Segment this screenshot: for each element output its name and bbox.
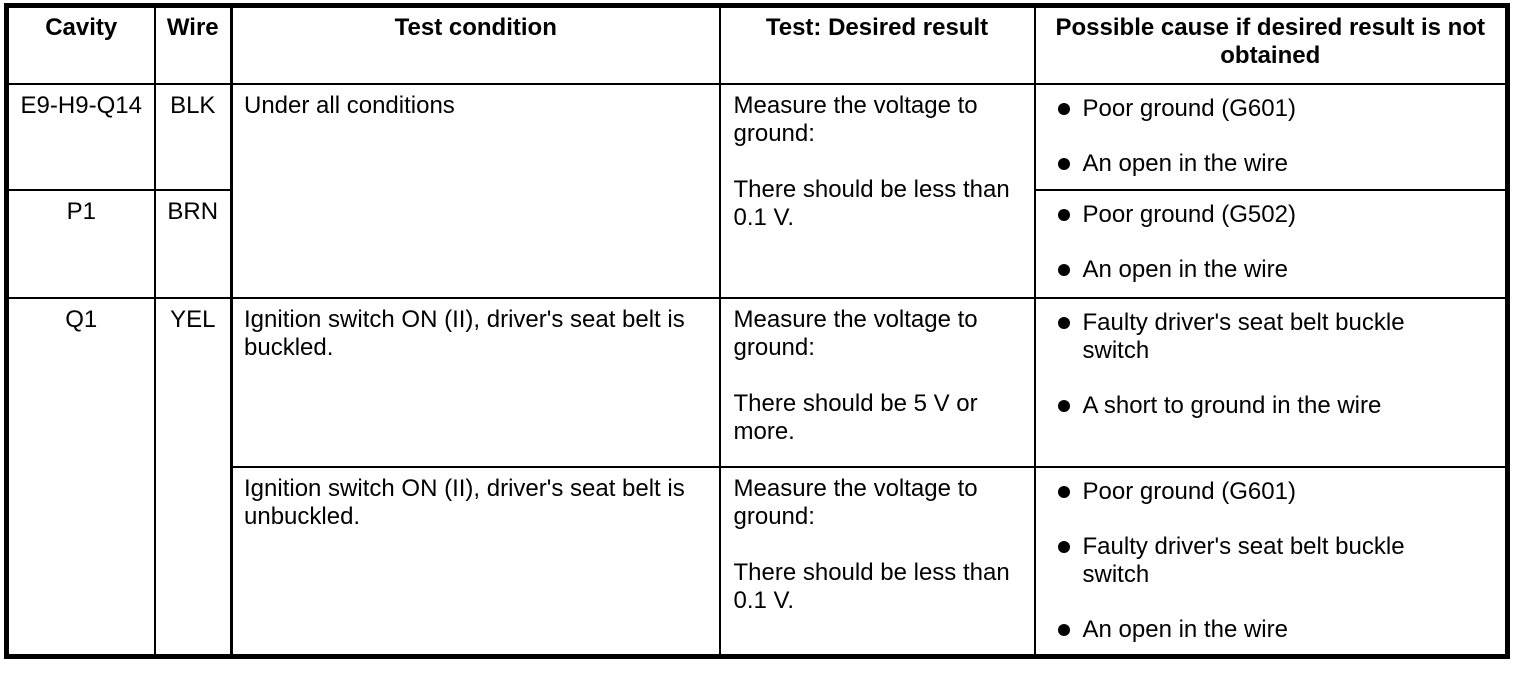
wire-cell: BRN: [153, 188, 233, 299]
cause-text: Faulty driver's seat belt buckle switch: [1082, 308, 1405, 364]
header-cavity: Cavity: [5, 4, 156, 85]
table-row: Q1 YEL Ignition switch ON (II), driver's…: [5, 296, 1509, 658]
cause-text: Faulty driver's seat belt buckle switch: [1082, 532, 1405, 588]
cause-text: Poor ground (G601): [1082, 94, 1296, 122]
cause-item: An open in the wire: [1057, 615, 1490, 644]
test-measure-text: Measure the voltage to ground:: [733, 474, 978, 530]
cause-text: An open in the wire: [1082, 615, 1288, 643]
table-row: P1 BRN Poor ground (G502) An open in the…: [5, 188, 1509, 299]
cause-item: Poor ground (G601): [1057, 94, 1490, 123]
possible-cause-cell: Poor ground (G502) An open in the wire: [1033, 188, 1509, 299]
wire-cell: BLK: [153, 82, 233, 191]
cause-text: An open in the wire: [1082, 149, 1288, 177]
cavity-cell: E9-H9-Q14: [5, 82, 156, 191]
header-wire: Wire: [153, 4, 233, 85]
test-result-cell: Measure the voltage to ground: There sho…: [718, 82, 1036, 299]
cause-item: Faulty driver's seat belt buckle switch: [1057, 532, 1490, 589]
cause-item: An open in the wire: [1057, 255, 1490, 284]
cause-text: A short to ground in the wire: [1082, 391, 1382, 419]
header-test-condition: Test condition: [230, 4, 721, 85]
table-row: Ignition switch ON (II), driver's seat b…: [7, 465, 1509, 658]
cavity-cell: Q1: [5, 296, 156, 658]
test-measure-text: Measure the voltage to ground:: [733, 305, 978, 361]
test-result-cell: Measure the voltage to ground: There sho…: [718, 465, 1036, 658]
test-desired-text: There should be less than 0.1 V.: [733, 175, 1010, 231]
bullet-icon: [1057, 623, 1070, 636]
bullet-icon: [1057, 399, 1070, 412]
test-desired-text: There should be 5 V or more.: [733, 389, 978, 445]
cause-item: Poor ground (G601): [1057, 477, 1490, 506]
header-test-desired-result: Test: Desired result: [718, 4, 1036, 85]
bullet-icon: [1057, 208, 1070, 221]
table-header-row: Cavity Wire Test condition Test: Desired…: [5, 4, 1509, 85]
cause-text: An open in the wire: [1082, 255, 1288, 283]
test-condition-cell: Under all conditions: [230, 82, 721, 299]
test-desired-text: There should be less than 0.1 V.: [733, 558, 1010, 614]
bullet-icon: [1057, 263, 1070, 276]
header-possible-cause: Possible cause if desired result is not …: [1033, 4, 1509, 85]
possible-cause-cell: Faulty driver's seat belt buckle switch …: [1033, 296, 1509, 468]
test-measure-text: Measure the voltage to ground:: [733, 91, 978, 147]
bullet-icon: [1057, 102, 1070, 115]
test-condition-cell: Ignition switch ON (II), driver's seat b…: [230, 296, 721, 468]
test-condition-cell: Ignition switch ON (II), driver's seat b…: [230, 465, 721, 658]
cause-text: Poor ground (G601): [1082, 477, 1296, 505]
bullet-icon: [1057, 316, 1070, 329]
bullet-icon: [1057, 157, 1070, 170]
cavity-cell: P1: [5, 188, 156, 299]
table-row: E9-H9-Q14 BLK Under all conditions Measu…: [5, 82, 1509, 299]
cause-item: Poor ground (G502): [1057, 200, 1490, 229]
possible-cause-cell: Poor ground (G601) An open in the wire: [1033, 82, 1509, 191]
cause-item: An open in the wire: [1057, 149, 1490, 178]
possible-cause-cell: Poor ground (G601) Faulty driver's seat …: [1033, 465, 1509, 658]
bullet-icon: [1057, 540, 1070, 553]
test-result-cell: Measure the voltage to ground: There sho…: [718, 296, 1036, 468]
cause-item: A short to ground in the wire: [1057, 391, 1490, 420]
cause-text: Poor ground (G502): [1082, 200, 1296, 228]
connector-test-table: Cavity Wire Test condition Test: Desired…: [4, 3, 1510, 659]
wire-cell: YEL: [153, 296, 233, 658]
cause-item: Faulty driver's seat belt buckle switch: [1057, 308, 1490, 365]
bullet-icon: [1057, 485, 1070, 498]
